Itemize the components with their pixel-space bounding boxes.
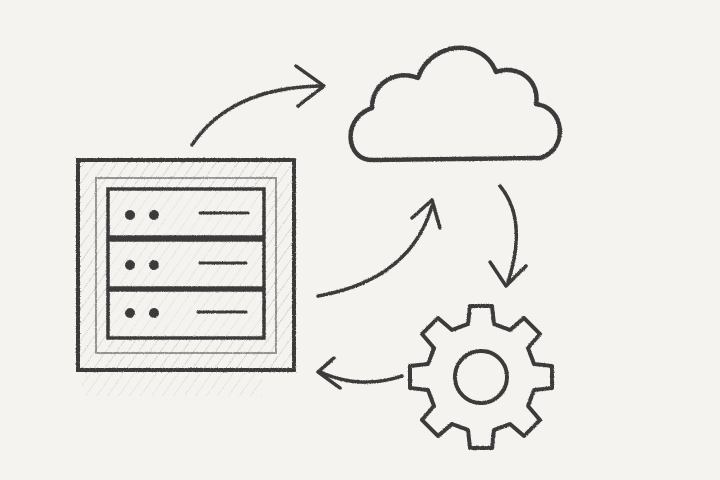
- server-led-icon: [125, 308, 135, 318]
- arrow-icon: [316, 356, 404, 390]
- server-drawer: [106, 187, 266, 239]
- server-led-icon: [149, 308, 159, 318]
- server-drawer: [106, 238, 266, 290]
- server-drawer: [106, 288, 266, 340]
- gear-hub: [453, 349, 509, 405]
- server-rack-shadow: [82, 370, 262, 396]
- server-rack-inner: [95, 177, 277, 354]
- gear-outline: [408, 304, 554, 450]
- server-led-icon: [125, 210, 135, 220]
- arrow-icon: [488, 184, 528, 288]
- server-led-icon: [149, 210, 159, 220]
- arrow-icon: [316, 198, 442, 298]
- gear-icon: [408, 304, 554, 450]
- cloud-outline: [348, 45, 563, 163]
- server-rack-icon: [76, 158, 296, 396]
- cloud-icon: [348, 45, 563, 163]
- arrow-icon: [190, 64, 326, 147]
- server-led-icon: [125, 260, 135, 270]
- server-led-icon: [149, 260, 159, 270]
